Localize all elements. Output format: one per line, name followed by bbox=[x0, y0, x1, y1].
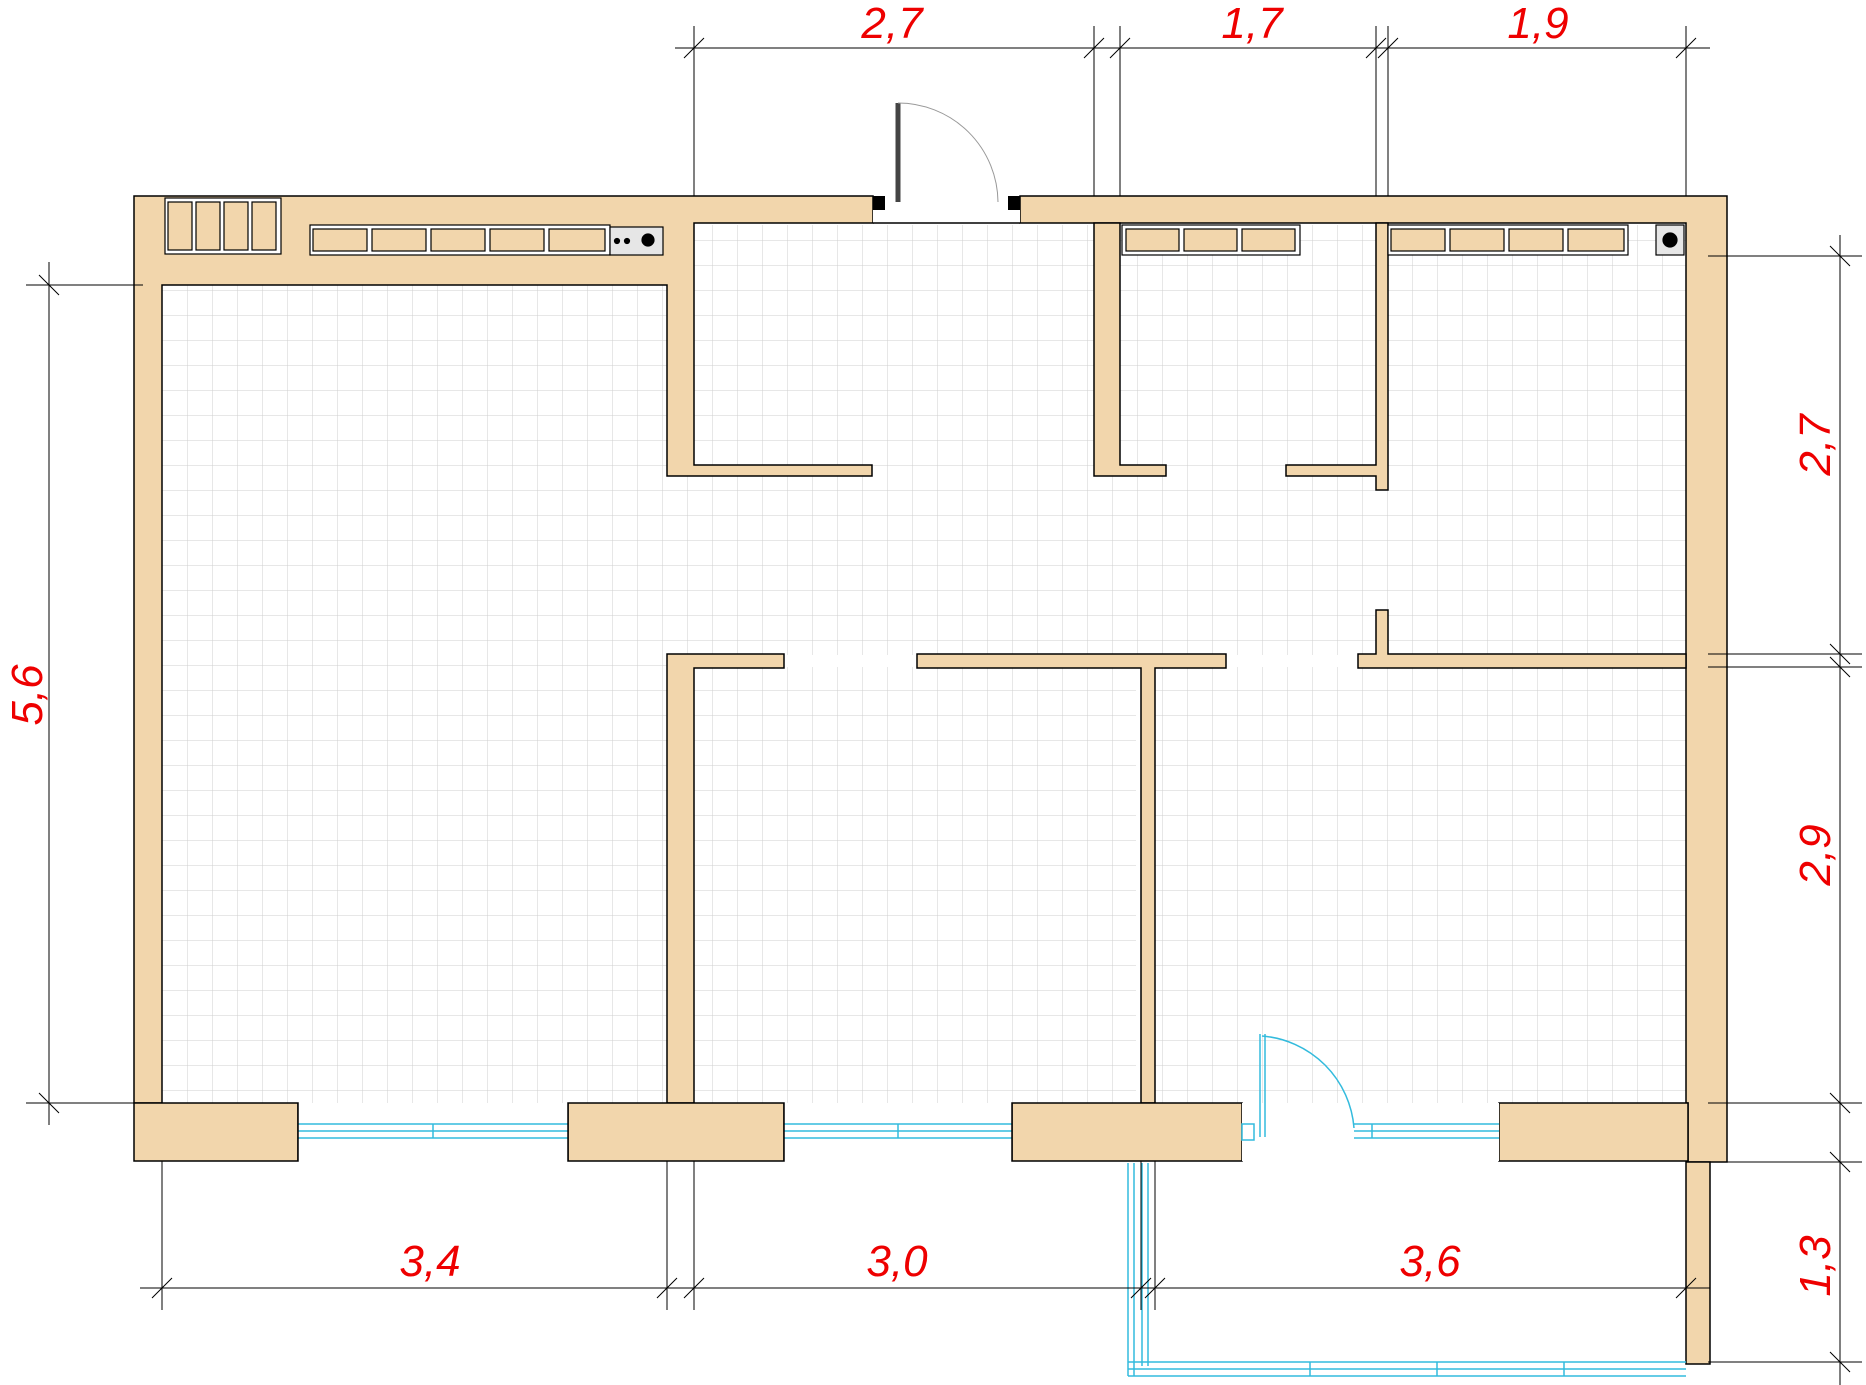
outer-wall-bottom-3 bbox=[1011, 1102, 1243, 1162]
windows bbox=[297, 1103, 1686, 1377]
balcony-door bbox=[1259, 1034, 1355, 1137]
radiator-kitchen bbox=[309, 224, 611, 256]
doors bbox=[873, 102, 1355, 1137]
partition-bath-left bbox=[1093, 222, 1167, 477]
window-living-room bbox=[1241, 1103, 1499, 1161]
dim-bottom-3: 3,6 bbox=[1399, 1237, 1461, 1286]
dim-right-2: 2,9 bbox=[1791, 824, 1840, 886]
dim-top-2: 1,7 bbox=[1221, 0, 1284, 48]
stove-icon bbox=[609, 226, 664, 256]
dim-right-1: 2,7 bbox=[1791, 413, 1840, 477]
corridor-wall-right bbox=[1357, 609, 1687, 669]
window-bedroom-1 bbox=[297, 1103, 569, 1161]
dimension-labels: 2,7 1,7 1,9 3,4 3,0 3,6 5,6 2,7 2,9 1,3 bbox=[3, 0, 1840, 1297]
radiator-living-room bbox=[1387, 224, 1629, 256]
dim-top-3: 1,9 bbox=[1507, 0, 1568, 48]
dim-bottom-1: 3,4 bbox=[399, 1237, 460, 1286]
fixtures bbox=[164, 197, 1685, 256]
outer-wall-bottom-4 bbox=[1498, 1102, 1689, 1162]
balcony-glazing bbox=[1127, 1163, 1686, 1377]
dim-left-1: 5,6 bbox=[3, 664, 52, 726]
entry-door bbox=[873, 102, 1020, 224]
floor-tiles bbox=[162, 225, 1687, 1103]
outer-wall-bottom-1 bbox=[133, 1102, 299, 1162]
window-bedroom-2 bbox=[783, 1103, 1013, 1161]
dim-top-1: 2,7 bbox=[860, 0, 924, 48]
boiler-icon bbox=[1655, 224, 1685, 256]
radiator-bathroom bbox=[1121, 224, 1301, 256]
dim-bottom-2: 3,0 bbox=[866, 1237, 928, 1286]
balcony-wall bbox=[1685, 1161, 1711, 1365]
outer-wall-bottom-2 bbox=[567, 1102, 785, 1162]
dim-right-3: 1,3 bbox=[1791, 1235, 1840, 1297]
partition-bath-right bbox=[1285, 222, 1389, 491]
walls bbox=[133, 195, 1728, 1365]
radiator-vertical bbox=[164, 197, 282, 255]
dimension-lines bbox=[26, 26, 1862, 1385]
